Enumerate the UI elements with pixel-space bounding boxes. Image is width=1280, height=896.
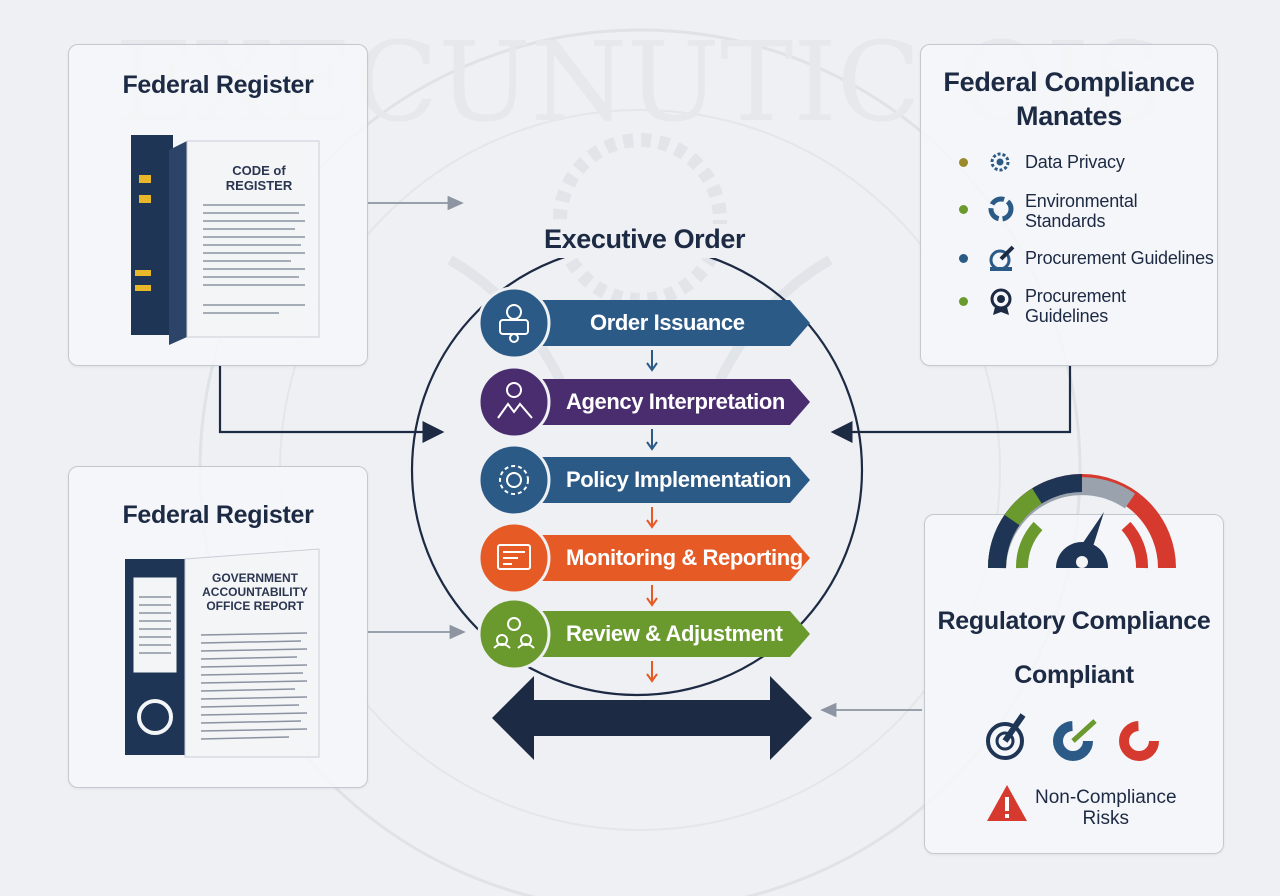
federal-register-panel-bottom: Federal Register GOVERNMENT ACCOUNTABILI… [68, 466, 368, 788]
non-compliance-line: Non-Compliance [1035, 787, 1177, 808]
panel-title-line: Manates [1016, 101, 1122, 131]
federal-register-panel-top: Federal Register CODE of REGISTER [68, 44, 368, 366]
person-hands-icon [477, 365, 551, 439]
user-document-icon [477, 286, 551, 360]
recycle-icon [988, 196, 1014, 222]
status-icons [986, 713, 1159, 761]
panel-title: Regulatory Compliance [937, 607, 1211, 635]
step-arrow-2 [500, 379, 810, 425]
double-arrow [492, 676, 812, 760]
executive-order-title: Executive Order [544, 224, 746, 254]
bullet [959, 205, 968, 214]
mandate-item: Environmental Standards [1025, 191, 1138, 231]
step-arrow-3 [500, 457, 810, 503]
partial-gauge-icon [1053, 719, 1097, 761]
mandate-item-line: Procurement [1025, 286, 1126, 306]
panel-title-line: Federal Compliance [943, 67, 1195, 97]
target-icon [986, 713, 1026, 760]
step-label: Agency Interpretation [566, 389, 785, 414]
bullet [959, 297, 968, 306]
binder-icon [125, 548, 320, 758]
panel-title: Federal Register [122, 501, 314, 529]
compliance-gauge [988, 474, 1176, 569]
federal-compliance-panel: Federal Compliance Manates Data Privacy … [920, 44, 1218, 366]
panel-title: Federal Register [122, 71, 314, 99]
mandate-item-line: Guidelines [1025, 306, 1109, 326]
binder-title: GOVERNMENT ACCOUNTABILITY OFFICE REPORT [202, 571, 308, 613]
book-icon [131, 135, 320, 345]
mandate-item-line: Standards [1025, 211, 1106, 231]
bullet [959, 158, 968, 167]
step-arrow-1 [500, 300, 810, 346]
compliance-status: Compliant [1014, 661, 1134, 689]
mandate-item: Data Privacy [1025, 152, 1125, 172]
book-title: CODE of REGISTER [225, 163, 293, 193]
step-arrow-4 [500, 535, 810, 581]
mandate-item: Procurement Guidelines [1025, 286, 1126, 326]
mandate-item-line: Environmental [1025, 191, 1138, 211]
bullet [959, 254, 968, 263]
step-label: Order Issuance [590, 310, 745, 335]
team-gear-icon [477, 597, 551, 671]
gear-cycle-icon [477, 443, 551, 517]
step-arrow-5 [500, 611, 810, 657]
warning-icon [987, 785, 1027, 821]
non-compliance-line: Risks [1082, 808, 1129, 829]
gavel-icon [989, 245, 1015, 271]
badge-icon [990, 288, 1012, 315]
regulatory-compliance-panel: Regulatory Compliance Compliant Non-Comp… [924, 514, 1224, 854]
step-label: Monitoring & Reporting [566, 545, 803, 570]
mandate-item: Procurement Guidelines [1025, 248, 1214, 268]
step-label: Policy Implementation [566, 467, 792, 492]
risk-pie-icon [1119, 721, 1159, 761]
panel-title: Federal Compliance Manates [921, 65, 1217, 133]
step-label: Review & Adjustment [566, 621, 783, 646]
non-compliance-label: Non-Compliance Risks [1035, 787, 1177, 829]
gear-icon [990, 152, 1010, 172]
